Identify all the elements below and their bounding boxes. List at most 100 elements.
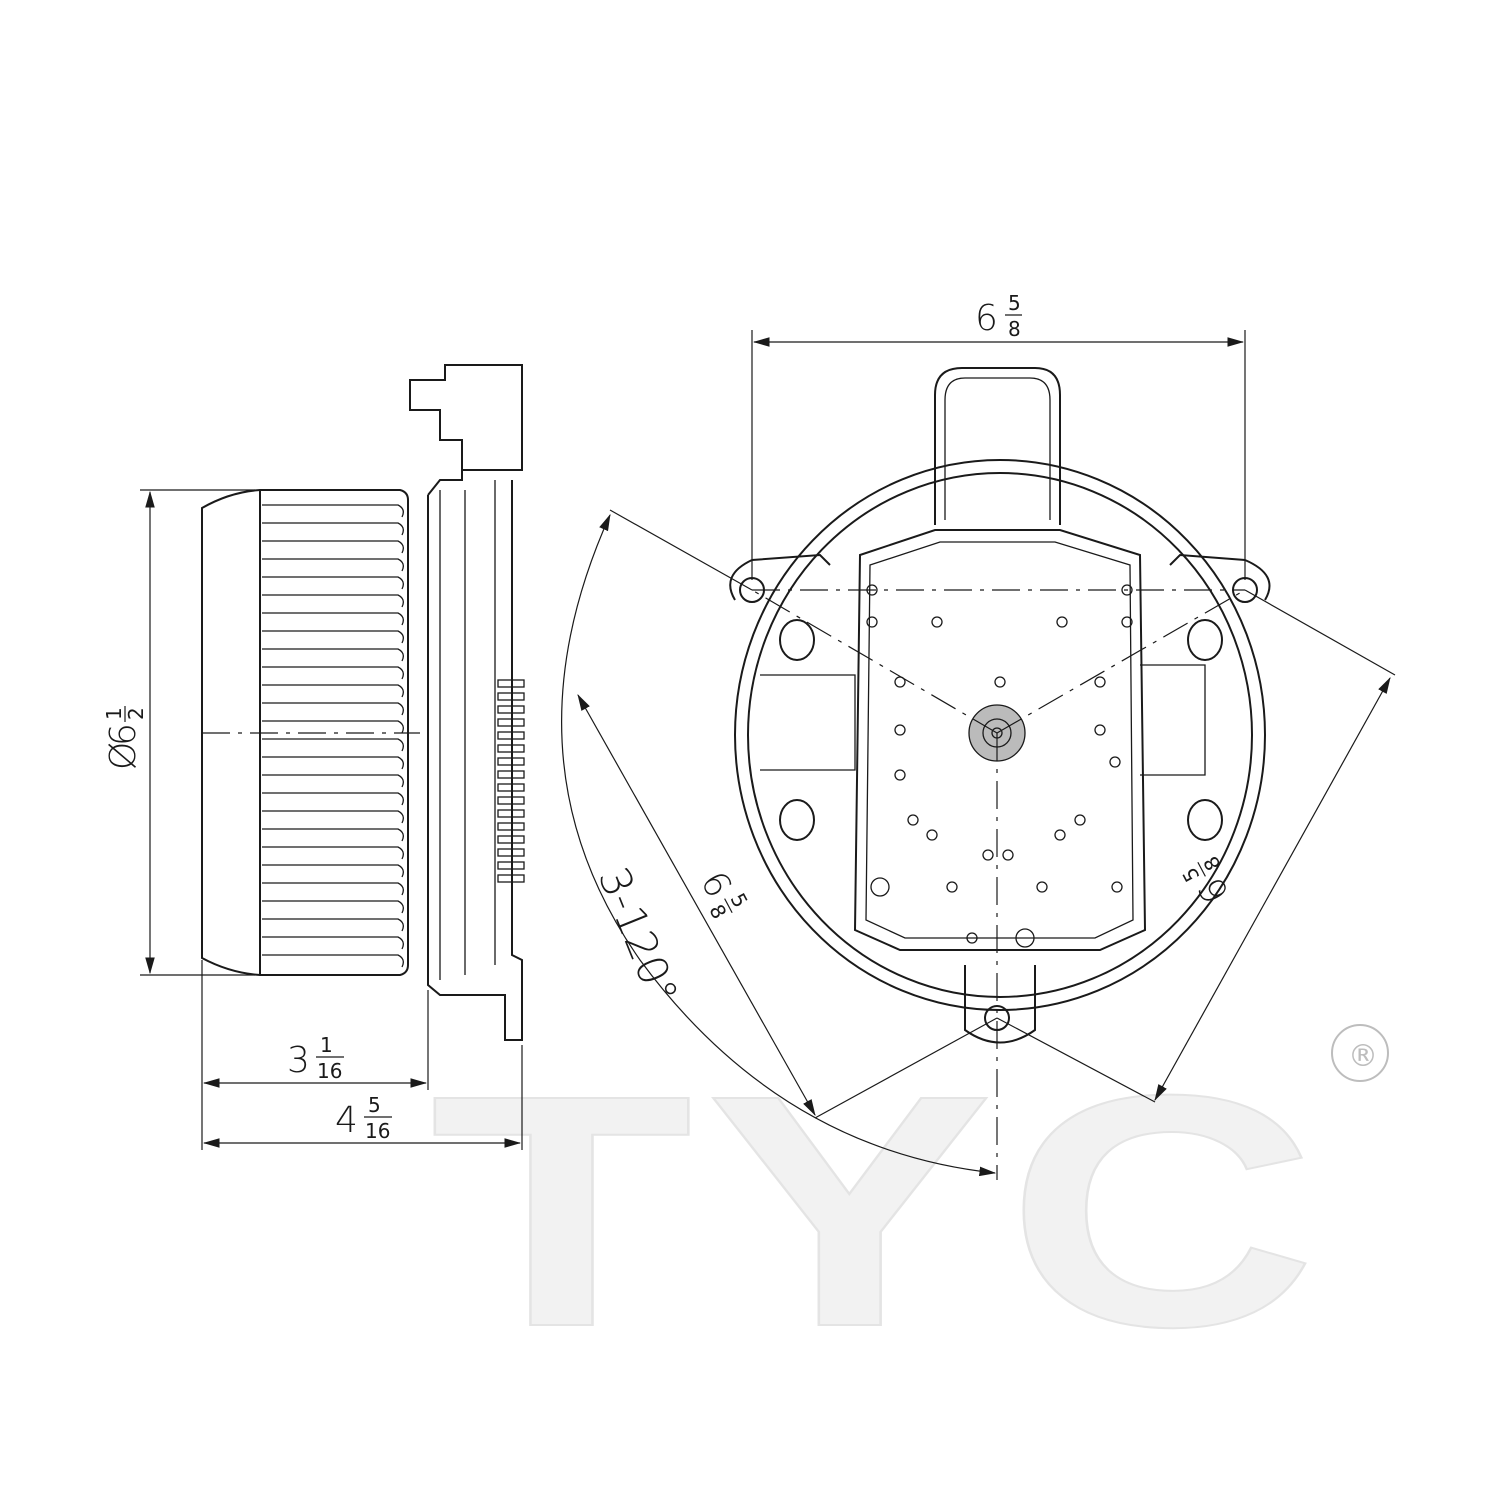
terminal-pin [497,705,525,714]
fan-blade [262,684,404,698]
screw-hole [982,849,994,861]
fan-blade [262,648,404,662]
top-width-label: 6 5 8 [975,291,1022,341]
screw-hole [1094,724,1106,736]
screw-hole [1121,616,1133,628]
boss-hole [1187,619,1223,661]
top-width-num: 5 [1008,291,1021,315]
watermark-logo: TYC [430,1026,1330,1395]
fan-depth-whole: 3 [287,1040,310,1081]
diag-right-den: 8 [1198,852,1225,875]
side-view [201,364,525,1041]
overall-depth-label: 4 5 16 [335,1093,392,1143]
fan-blade [262,846,404,860]
fan-blade [262,612,404,626]
diameter-symbol: Ø [103,742,144,770]
terminal-pin [497,731,525,740]
screw-hole [1094,676,1106,688]
screw-hole [1056,616,1068,628]
screw-hole [1121,584,1133,596]
fan-blade [262,792,404,806]
fan-blade [262,630,404,644]
angle-label: 3-120° [589,860,688,1011]
screw-hole [866,616,878,628]
fan-blade [262,558,404,572]
boss-hole [779,799,815,841]
screw-hole [907,814,919,826]
fan-blades [262,504,404,968]
screw-hole [926,829,938,841]
screw-hole [894,769,906,781]
fan-blade [262,918,404,932]
terminal-pin [497,679,525,688]
terminal-pin [497,835,525,844]
terminal-pin [497,809,525,818]
screw-hole [1036,881,1048,893]
fan-blade [262,594,404,608]
registered-mark: ® [1348,1039,1378,1074]
fan-blade [262,954,404,968]
fan-blade [262,936,404,950]
diameter-num: 1 [102,707,126,720]
screw-hole [1074,814,1086,826]
overall-depth-den: 16 [365,1119,390,1143]
diameter-den: 2 [124,707,148,720]
fan-depth-den: 16 [317,1059,342,1083]
fan-blade [262,774,404,788]
angle-text: 3-120° [589,860,688,1011]
terminal-pin [497,757,525,766]
screw-hole [1002,849,1014,861]
boss-hole [1187,799,1223,841]
fan-blade [262,702,404,716]
terminal-pins [497,679,525,883]
connector-housing [409,364,523,496]
fan-blade [262,666,404,680]
diag-left-label: 6 5 8 [692,865,753,923]
top-width-den: 8 [1008,317,1021,341]
tyc-watermark: TYC ® [429,1024,1389,1396]
fan-blade [262,738,404,752]
diag-right-label: 6 5 8 [1177,852,1238,910]
terminal-pin [497,783,525,792]
top-handle [934,367,1061,525]
screw-hole [946,881,958,893]
terminal-pin [497,744,525,753]
fan-blade [262,864,404,878]
terminal-pin [497,796,525,805]
terminal-pin [497,874,525,883]
diag-left-den: 8 [704,900,731,923]
screw-hole [1109,756,1121,768]
screw-hole [1111,881,1123,893]
fan-blade [262,540,404,554]
screw-hole [870,877,890,897]
fan-blade [262,504,404,518]
overall-depth-whole: 4 [335,1100,358,1141]
terminal-pin [497,848,525,857]
boss-hole [779,619,815,661]
fan-depth-num: 1 [320,1033,333,1057]
screw-hole [894,724,906,736]
mounting-holes [779,584,1223,948]
side-dimensions: Ø 6 1 2 3 1 16 4 5 16 [102,489,523,1150]
screw-hole [994,676,1006,688]
fan-blade [262,828,404,842]
fan-blade [262,576,404,590]
screw-hole [1054,829,1066,841]
screw-hole [931,616,943,628]
top-width-whole: 6 [975,298,998,339]
overall-depth-num: 5 [368,1093,381,1117]
fan-wheel-outline [201,489,409,976]
fan-blade [262,900,404,914]
angle-arc [561,513,997,1177]
terminal-pin [497,692,525,701]
fan-blade [262,756,404,770]
diameter-label: Ø 6 1 2 [102,706,148,770]
terminal-pin [497,822,525,831]
screw-hole [1015,928,1035,948]
fan-blade [262,882,404,896]
mounting-plate [427,480,523,1041]
fan-blade [262,522,404,536]
terminal-pin [497,718,525,727]
